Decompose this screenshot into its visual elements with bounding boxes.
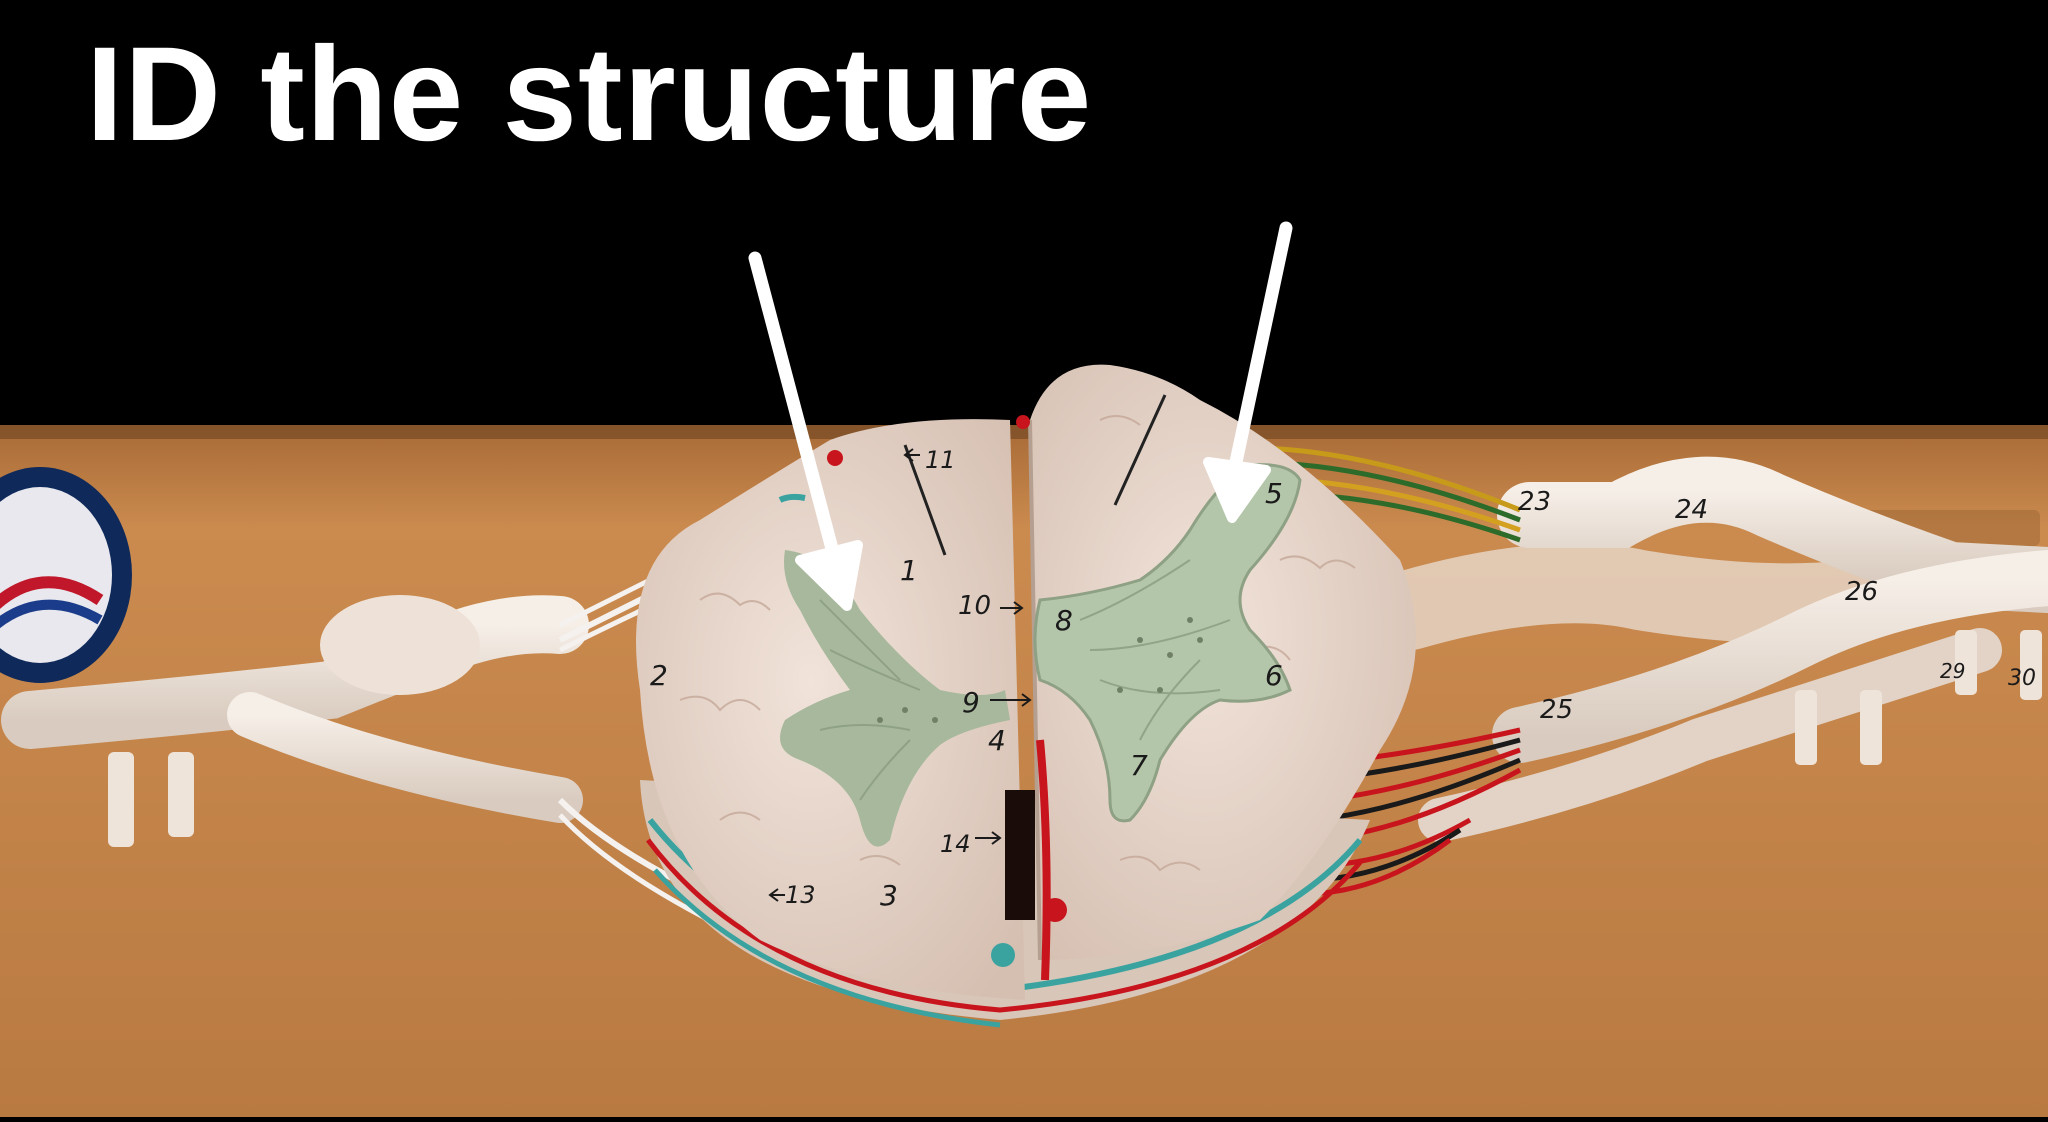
slide-title: ID the structure	[86, 20, 1093, 169]
label-3: 3	[880, 879, 898, 912]
right-spinal-nerves	[1117, 417, 2048, 897]
label-13: 13	[785, 881, 816, 909]
label-26: 26	[1845, 577, 1878, 607]
label-6: 6	[1265, 659, 1283, 692]
label-1: 1	[900, 554, 918, 587]
label-9: 9	[962, 686, 980, 719]
pointer-arrows	[748, 221, 1293, 611]
label-8: 8	[1055, 604, 1073, 637]
spinal-cord-model	[636, 364, 1416, 1028]
label-24: 24	[1675, 495, 1708, 525]
label-11: 11	[925, 446, 956, 474]
model-number-labels: 1 2 3 4 5 6 7 8 9 10 11 13 14 23 24 25 2…	[650, 446, 2036, 912]
label-4: 4	[988, 724, 1006, 757]
label-2: 2	[650, 659, 668, 692]
left-grey-matter	[780, 550, 1010, 847]
label-30: 30	[2008, 666, 2036, 691]
left-arrow	[748, 251, 863, 611]
label-14: 14	[940, 830, 971, 858]
label-23: 23	[1518, 487, 1551, 517]
right-arrow	[1203, 221, 1293, 523]
right-grey-matter	[1033, 463, 1302, 823]
label-29: 29	[1940, 659, 1965, 683]
label-25: 25	[1540, 695, 1573, 725]
label-10: 10	[958, 591, 991, 621]
label-7: 7	[1130, 749, 1148, 782]
label-5: 5	[1265, 477, 1283, 510]
logo-sticker	[0, 467, 132, 683]
